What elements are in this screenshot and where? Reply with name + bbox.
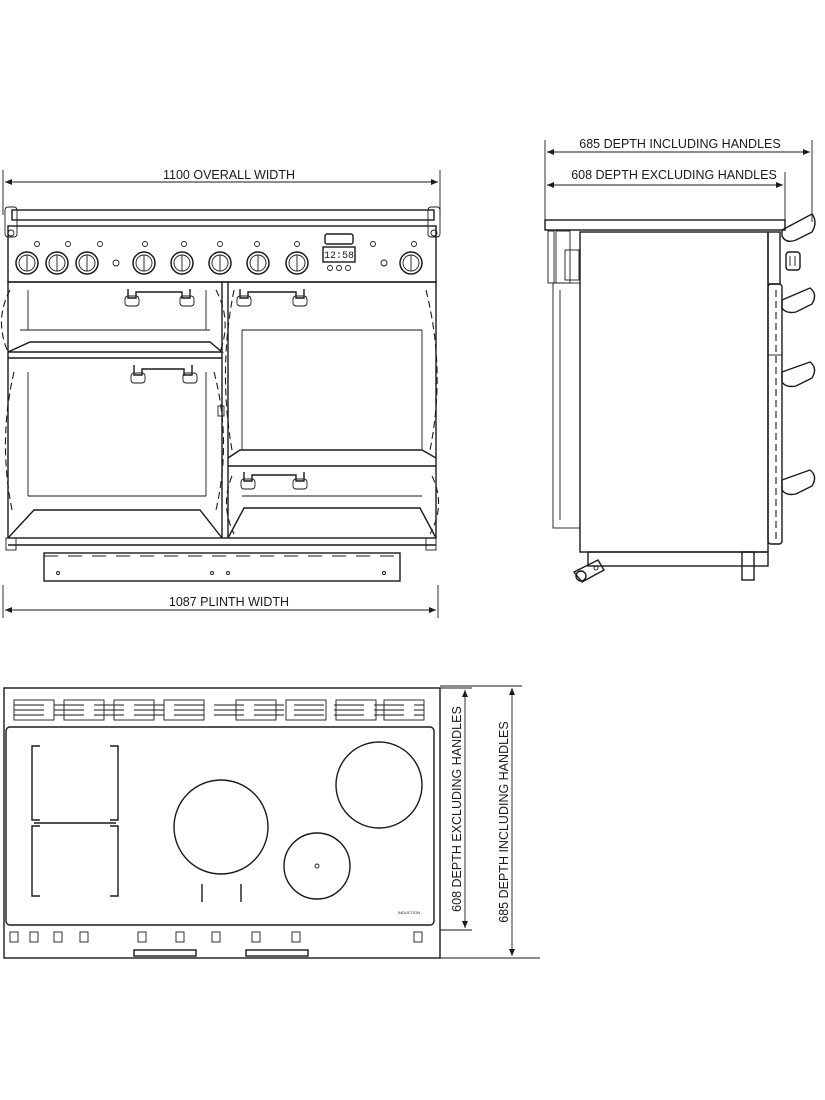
induction-badge: INDUCTION bbox=[398, 910, 420, 915]
plinth-width-label: 1087 PLINTH WIDTH bbox=[169, 595, 289, 609]
plinth-width-dimension: 1087 PLINTH WIDTH bbox=[2, 585, 439, 618]
knob bbox=[45, 251, 69, 275]
side-door-profile bbox=[767, 283, 783, 545]
indicator-lights bbox=[34, 241, 417, 247]
knob bbox=[132, 251, 156, 275]
knob bbox=[246, 251, 270, 275]
plinth bbox=[5, 537, 437, 582]
large-zone bbox=[173, 779, 269, 875]
knob bbox=[208, 251, 232, 275]
rear-vents bbox=[13, 699, 425, 721]
clock-display-text: 12:58 bbox=[324, 251, 354, 262]
side-handle bbox=[781, 213, 816, 243]
knob bbox=[399, 251, 423, 275]
left-main-oven bbox=[4, 357, 225, 539]
side-depth-including-label: 685 DEPTH INCLUDING HANDLES bbox=[579, 137, 780, 151]
rear-right-zone bbox=[335, 741, 423, 829]
hob-top-edge bbox=[11, 209, 435, 221]
bridge-zone bbox=[31, 745, 119, 897]
top-depth-excluding-label: 608 DEPTH EXCLUDING HANDLES bbox=[450, 706, 464, 912]
overall-width-dimension: 1100 OVERALL WIDTH bbox=[2, 168, 441, 215]
indicator-light bbox=[380, 259, 388, 267]
right-bottom-compartment bbox=[225, 472, 440, 539]
overall-width-label: 1100 OVERALL WIDTH bbox=[163, 168, 295, 182]
side-view: 685 DEPTH INCLUDING HANDLES 608 DEPTH EX… bbox=[544, 137, 816, 583]
side-handle bbox=[781, 287, 816, 314]
right-main-oven bbox=[217, 289, 438, 467]
knob bbox=[75, 251, 99, 275]
side-knob bbox=[785, 251, 801, 271]
front-view: 1100 OVERALL WIDTH 12:58 bbox=[0, 168, 441, 618]
depth-excluding-handles-dimension: 608 DEPTH EXCLUDING HANDLES bbox=[547, 168, 786, 222]
hob-end-left bbox=[4, 206, 18, 238]
indicator-light bbox=[112, 259, 120, 267]
side-depth-excluding-label: 608 DEPTH EXCLUDING HANDLES bbox=[571, 168, 777, 182]
small-zone bbox=[283, 832, 351, 900]
side-control-panel bbox=[767, 231, 781, 285]
front-handle-left bbox=[133, 949, 197, 957]
control-knobs bbox=[15, 251, 423, 275]
clock-display: 12:58 bbox=[322, 233, 356, 271]
knob bbox=[285, 251, 309, 275]
front-handle-right bbox=[245, 949, 309, 957]
front-knobs-top bbox=[9, 931, 423, 943]
side-handle bbox=[781, 361, 816, 388]
side-plinth bbox=[587, 551, 769, 567]
knob bbox=[170, 251, 194, 275]
top-view: INDUCTION 608 DEPTH EXCLUDING HANDLES bbox=[3, 685, 540, 959]
side-wheel bbox=[572, 559, 605, 583]
side-hob-top bbox=[544, 219, 786, 231]
depth-including-handles-dimension: 685 DEPTH INCLUDING HANDLES bbox=[544, 137, 813, 222]
hob-end-right bbox=[427, 206, 441, 238]
left-top-compartment bbox=[0, 289, 226, 353]
top-depth-including-dimension: 685 DEPTH INCLUDING HANDLES bbox=[440, 685, 540, 959]
induction-cooktop bbox=[5, 726, 435, 926]
side-handle bbox=[781, 469, 816, 496]
side-body bbox=[579, 231, 769, 553]
top-depth-including-label: 685 DEPTH INCLUDING HANDLES bbox=[497, 721, 511, 922]
top-depth-excluding-dimension: 608 DEPTH EXCLUDING HANDLES bbox=[440, 687, 472, 931]
hob-outline bbox=[3, 687, 441, 959]
knob bbox=[15, 251, 39, 275]
